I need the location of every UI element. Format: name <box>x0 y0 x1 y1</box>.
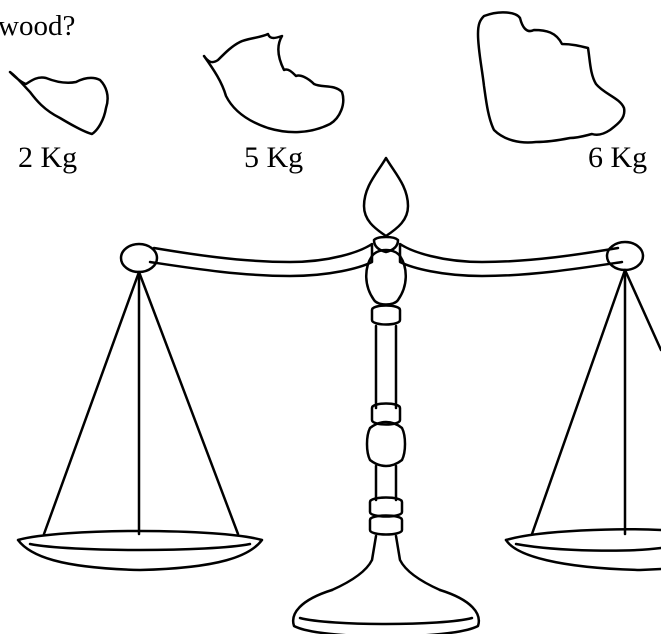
wood-piece-medium-icon <box>202 32 345 134</box>
wood-piece-large-icon <box>476 11 626 144</box>
question-text: wood? <box>0 10 76 42</box>
wood-piece-small-icon <box>8 70 109 136</box>
weight-label-large: 6 Kg <box>588 141 648 174</box>
weight-label-small: 2 Kg <box>18 141 78 174</box>
balance-scale-icon <box>16 156 661 634</box>
weight-label-medium: 5 Kg <box>244 141 304 174</box>
